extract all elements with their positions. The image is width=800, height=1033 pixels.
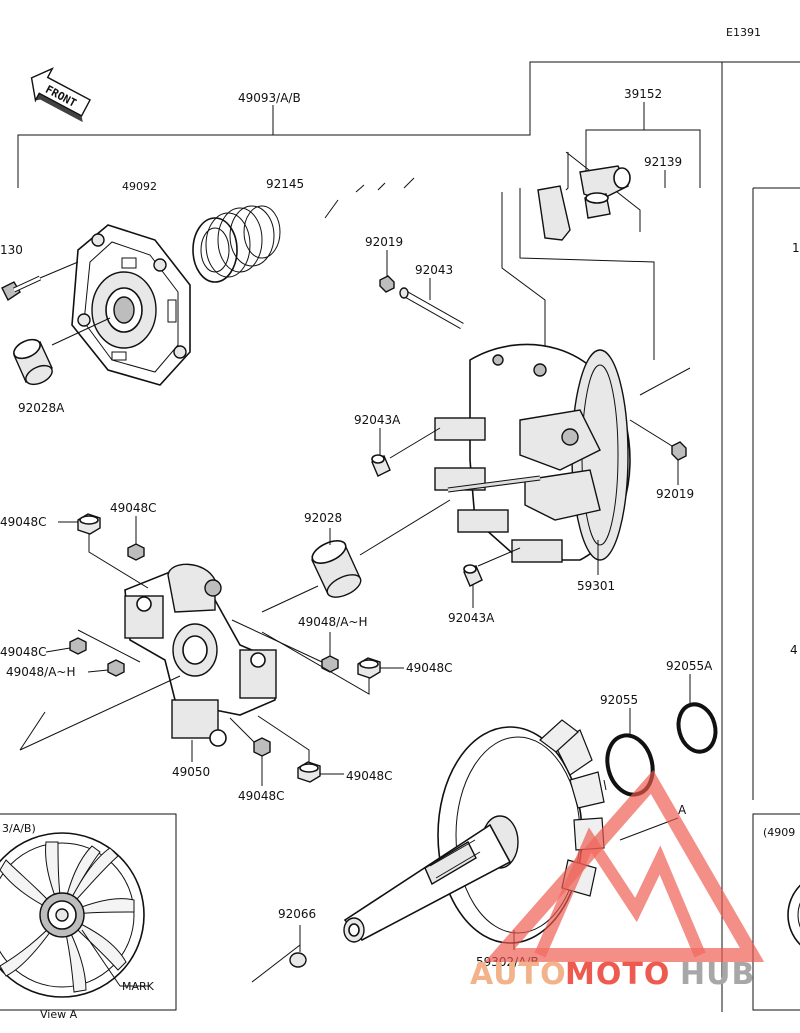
spider-part [124,563,277,762]
pin-92043a-lower-part [463,547,521,608]
pin-92043a-upper-part [371,427,441,477]
watermark-text: AUTO MOTO HUB [470,957,755,992]
right-inset: (4909 [752,813,800,1011]
label-edge-4: 4 [790,643,798,657]
o-ring-92055a-part [603,674,718,791]
plug-92066-part [289,925,307,968]
label-92028a: 92028A [18,401,65,415]
label-49093: 49093/A/B [238,91,301,105]
watermark-logo [484,770,765,962]
label-92139: 92139 [644,155,682,169]
bushing-92028a-part [13,317,111,386]
leader-lines-misc [19,675,301,983]
label-39152: 39152 [624,87,662,101]
label-92043a-upper: 92043A [354,413,401,427]
nut-49048c-1-part [58,513,149,589]
label-92028: 92028 [304,511,342,525]
label-92066: 92066 [278,907,316,921]
inset-left-caption: 3/A/B) [2,822,36,835]
label-49048c-lower: 49048C [238,789,285,803]
watermark-hub: HUB [680,957,755,992]
label-92019-top: 92019 [365,235,403,249]
label-view-a-arrow: A [678,803,687,817]
nut-49048c-5-part [229,717,271,786]
label-92019-right: 92019 [656,487,694,501]
movable-sheave-part [434,343,631,575]
view-a-inset: 3/A/B) MARK View A [0,813,177,1021]
bolt-part [1,261,79,302]
label-92055: 92055 [600,693,638,707]
nut-49048c-4-part [261,631,404,695]
label-49092: 49092 [122,180,157,193]
label-49048ah-left: 49048/A~H [6,665,76,679]
bracket-lines [17,61,800,1012]
diagram-code: E1391 [726,26,761,39]
label-49048c-mid: 49048C [0,645,47,659]
fixed-sheave-part [343,719,679,950]
label-49048c-left: 49048C [0,515,47,529]
mark-label: MARK [122,980,155,993]
nut-92019-right-part [629,419,687,485]
nut-49048ah-1-part [87,659,125,677]
label-92055a: 92055A [666,659,713,673]
label-92043a-lower: 92043A [448,611,495,625]
bushing-92028-part [261,499,451,613]
weight-assembly-part [537,165,631,241]
view-a-label: View A [40,1008,78,1021]
label-92043: 92043 [415,263,453,277]
watermark-moto: MOTO [565,957,670,992]
label-130: 130 [0,243,23,257]
label-49048c-right: 49048C [406,661,453,675]
spring-part [192,205,281,283]
nut-49048c-2-part [127,516,145,561]
cover-plate-part [71,224,191,386]
label-49048c-upper: 49048C [110,501,157,515]
label-49048c-lower-right: 49048C [346,769,393,783]
watermark-auto: AUTO [470,957,567,992]
nut-92019-top-part [379,250,395,293]
label-edge-1: 1 [792,241,800,255]
label-59301: 59301 [577,579,615,593]
inset-right-caption: (4909 [763,826,795,839]
pin-92043-part [399,278,464,330]
label-92145: 92145 [266,177,304,191]
nut-49048c-6-part [257,715,344,783]
front-arrow-icon: FRONT [30,67,91,123]
nut-49048c-3-part [45,629,141,663]
label-49048ah-right: 49048/A~H [298,615,368,629]
label-49050: 49050 [172,765,210,779]
